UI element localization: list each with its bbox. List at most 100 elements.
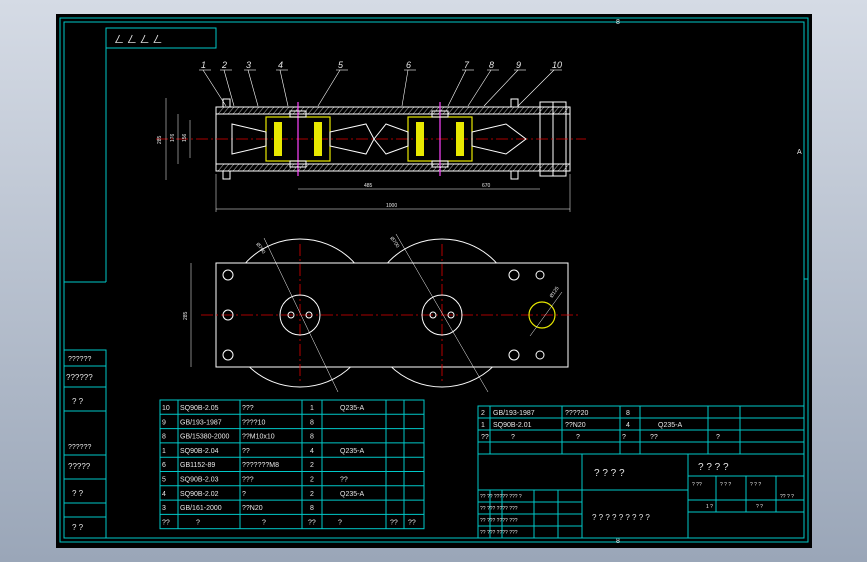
bom2-cell-name: ??N20 (565, 422, 586, 429)
bom2-cell-name: ????20 (565, 410, 588, 417)
title-cell-1: ? ?? (692, 482, 702, 488)
bom-cell-name: ? (242, 491, 246, 498)
leader-label-6: 6 (406, 60, 411, 70)
bom-cell-qty: 2 (310, 491, 314, 498)
title-row-4: ?? ??? ???? ??? (480, 530, 518, 536)
title-sheet: ? ? (756, 504, 763, 510)
bom-cell-code: GB/15380-2000 (180, 434, 230, 441)
assembly-drawing: 8 8 A ㄥ ㄥ ㄥ ㄥ ?????? ?????? ? ? ?????? ?… (59, 17, 809, 545)
bom-cell-no: 9 (162, 419, 166, 426)
bom-cell-no: 4 (162, 491, 166, 498)
leader-label-4: 4 (278, 60, 283, 70)
bom-header-extra2: ?? (390, 519, 398, 526)
bom-cell-mat: Q235-A (340, 448, 364, 455)
bom2-cell-qty: 8 (626, 410, 630, 417)
zone-right-mid: A (797, 149, 802, 156)
title-name: ? ? ? ? (594, 468, 625, 479)
drawing-canvas[interactable]: 8 8 A ㄥ ㄥ ㄥ ㄥ ?????? ?????? ? ? ?????? ?… (56, 14, 812, 548)
title-cell-3: ? ? ? (750, 482, 761, 488)
bom-header-code: ? (196, 519, 200, 526)
bom-cell-name: ????10 (242, 419, 265, 426)
bom2-header-c2: ? (511, 434, 515, 441)
bom-cell-code: SQ90B-2.05 (180, 405, 219, 412)
front-section-view: 285 176 156 485 670 1000 (156, 98, 586, 212)
left-stamp-column: ?????? ?????? ? ? ?????? ????? ? ? ? ? (63, 349, 107, 539)
bom-header-qty: ?? (308, 519, 316, 526)
bom-cell-code: SQ90B-2.03 (180, 477, 219, 484)
bom2-cell-code: SQ90B-2.01 (493, 422, 532, 429)
stamp-cell-6: ? ? (72, 489, 84, 498)
dim-total: 1000 (386, 203, 397, 209)
title-drawing-no: ? ? ? ? (698, 462, 729, 473)
dim-right: 670 (482, 183, 491, 189)
title-row-2: ?? ??? ???? ??? (480, 506, 518, 512)
bom-cell-no: 5 (162, 477, 166, 484)
bom-cell-name: ??? (242, 405, 254, 412)
zone-top-mid: 8 (616, 19, 620, 26)
bom-cell-mat: Q235-A (340, 491, 364, 498)
stamp-cell-5: ????? (68, 462, 91, 471)
leader-label-9: 9 (516, 60, 521, 70)
bom2-header-c4: ? (622, 434, 626, 441)
stamp-cell-1: ?????? (68, 356, 91, 363)
bom-cell-name: ???????M8 (242, 462, 279, 469)
corner-block-text: ㄥ ㄥ ㄥ ㄥ (114, 34, 162, 46)
bom-cell-qty: 2 (310, 477, 314, 484)
leader-label-1: 1 (201, 60, 206, 70)
bom2-header-c3: ? (576, 434, 580, 441)
dim-h3: 156 (182, 133, 188, 142)
bom-cell-mat: Q235-A (340, 405, 364, 412)
dim-plan-h: 285 (183, 311, 189, 320)
bom-cell-code: GB/193-1987 (180, 419, 222, 426)
zone-bottom-mid: 8 (616, 538, 620, 545)
bom-cell-no: 6 (162, 462, 166, 469)
bom2-cell-no: 2 (481, 410, 485, 417)
stamp-cell-7: ? ? (72, 523, 84, 532)
title-row-1: ?? ?? ????? ??? ? (480, 494, 522, 500)
bom2-cell-mat: Q235-A (658, 422, 682, 429)
title-scale: 1 ? (706, 504, 713, 510)
stamp-cell-2: ?????? (66, 373, 93, 382)
bom-cell-code: SQ90B-2.02 (180, 491, 219, 498)
leader-label-10: 10 (552, 60, 562, 70)
bom-cell-qty: 8 (310, 419, 314, 426)
bom-cell-no: 3 (162, 505, 166, 512)
title-block: ? ? ? ? ? ? ? ? ? ? ? ? ? ? ? ? ? ?? ?? … (477, 453, 805, 539)
bom-cell-qty: 8 (310, 505, 314, 512)
outer-frame (59, 17, 809, 543)
bom-cell-code: SQ90B-2.04 (180, 448, 219, 455)
bom-cell-name: ??? (242, 477, 254, 484)
bom2-cell-no: 1 (481, 422, 485, 429)
bom-header-mat: ? (338, 519, 342, 526)
bom-cell-no: 1 (162, 448, 166, 455)
bom2-header-c5: ?? (650, 434, 658, 441)
bom-cell-qty: 1 (310, 405, 314, 412)
dim-h2: 176 (170, 133, 176, 142)
bom-cell-name: ?? (242, 448, 250, 455)
bom-cell-name: ??N20 (242, 505, 263, 512)
bom-header-name: ? (262, 519, 266, 526)
bom2-header-c1: ?? (481, 434, 489, 441)
title-school: ? ? ? ? ? ? ? ? ? (592, 513, 650, 522)
leader-label-3: 3 (246, 60, 251, 70)
dim-h1: 285 (157, 135, 163, 144)
leader-label-2: 2 (221, 60, 227, 70)
corner-block (105, 27, 217, 49)
bom2-header-c6: ? (716, 434, 720, 441)
bom-cell-qty: 4 (310, 448, 314, 455)
bom2-cell-qty: 4 (626, 422, 630, 429)
plan-view: Ø700 Ø700 Ø125 285 (183, 233, 581, 393)
bom-cell-mat: ?? (340, 477, 348, 484)
bom-header-no: ?? (162, 519, 170, 526)
bom-cell-code: GB1152-89 (180, 462, 215, 469)
title-cell-2: ? ? ? (720, 482, 731, 488)
bom-cell-name: ??M10x10 (242, 434, 275, 441)
bom-cell-no: 8 (162, 434, 166, 441)
stamp-cell-4: ?????? (68, 444, 91, 451)
leader-label-7: 7 (464, 60, 470, 70)
dim-mid: 485 (364, 183, 373, 189)
bom-header-extra3: ?? (408, 519, 416, 526)
